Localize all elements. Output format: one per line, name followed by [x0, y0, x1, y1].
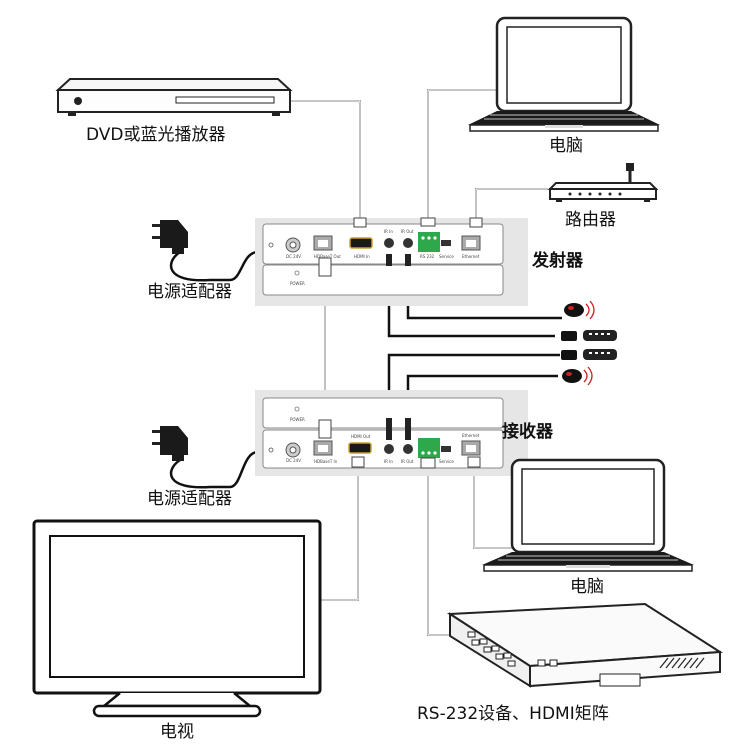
- power-adapter-bottom-label: 电源适配器: [147, 489, 232, 509]
- transmitter: DC 24V HDBaseT Out HDMI In IR In IR Out …: [255, 218, 584, 306]
- rx-port-dc: DC 24V: [286, 458, 301, 463]
- computer-top: 电脑: [468, 16, 660, 156]
- tv: 电视: [32, 519, 322, 742]
- power-adapter-top: 电源适配器: [147, 220, 232, 302]
- ethernet-cable-computer-bottom: [473, 465, 512, 549]
- rx-port-service: Service: [439, 459, 454, 464]
- rs232-cable-computer-top: [427, 89, 500, 222]
- router: 路由器: [547, 163, 659, 230]
- rx-port-hdbaset: HDBaseT In: [314, 459, 338, 464]
- rs232-cable-matrix: [427, 468, 458, 636]
- power-cable-bottom: [169, 450, 282, 489]
- router-label: 路由器: [565, 210, 616, 230]
- transmitter-label: 发射器: [531, 250, 584, 271]
- rs232-matrix: RS-232设备、HDMI矩阵: [417, 602, 724, 724]
- ir-blaster-top: [561, 331, 577, 341]
- ir-devices: [561, 300, 617, 386]
- power-cable-top: [169, 250, 282, 282]
- computer-bottom-label: 电脑: [570, 577, 604, 597]
- rs232-matrix-label: RS-232设备、HDMI矩阵: [417, 704, 609, 724]
- tx-port-hdmi: HDMI In: [354, 254, 370, 259]
- receiver-plugs: [318, 418, 481, 469]
- ir-receiver-eye-bottom: [562, 369, 582, 383]
- ir-blaster-bottom: [561, 350, 577, 360]
- ethernet-cable-router: [475, 188, 548, 222]
- tx-port-hdbaset: HDBaseT Out: [314, 254, 341, 259]
- hdmi-cable-dvd: [290, 100, 361, 222]
- receiver: POWER DC 24V HDBaseT In HDMI Out IR In I…: [255, 390, 554, 476]
- rx-port-ethernet: Ethernet: [462, 433, 480, 438]
- tx-port-dc: DC 24V: [286, 254, 301, 259]
- dvd-player-label: DVD或蓝光播放器: [86, 125, 226, 145]
- rx-port-ir-in: IR In: [384, 459, 393, 464]
- tx-port-rs232: RS 232: [420, 254, 435, 259]
- rx-power-led: POWER: [290, 417, 305, 422]
- hdmi-cable-tv: [320, 465, 359, 601]
- computer-bottom: 电脑: [482, 458, 694, 597]
- tx-port-ir-out: IR Out: [401, 229, 414, 234]
- power-adapter-top-label: 电源适配器: [147, 282, 232, 302]
- computer-top-label: 电脑: [549, 136, 583, 156]
- tx-port-ir-in: IR In: [384, 229, 393, 234]
- receiver-label: 接收器: [502, 421, 554, 442]
- rx-port-ir-out: IR Out: [401, 459, 414, 464]
- tv-label: 电视: [160, 722, 194, 742]
- transmitter-plugs: [318, 217, 483, 277]
- tx-port-service: Service: [439, 254, 454, 259]
- dvd-player: DVD或蓝光播放器: [55, 78, 293, 145]
- ir-receiver-eye-top: [564, 303, 584, 317]
- tx-power-led: POWER: [290, 281, 305, 286]
- rx-port-hdmi: HDMI Out: [351, 434, 371, 439]
- tx-port-ethernet: Ethernet: [462, 254, 480, 259]
- power-adapter-bottom: 电源适配器: [147, 426, 232, 509]
